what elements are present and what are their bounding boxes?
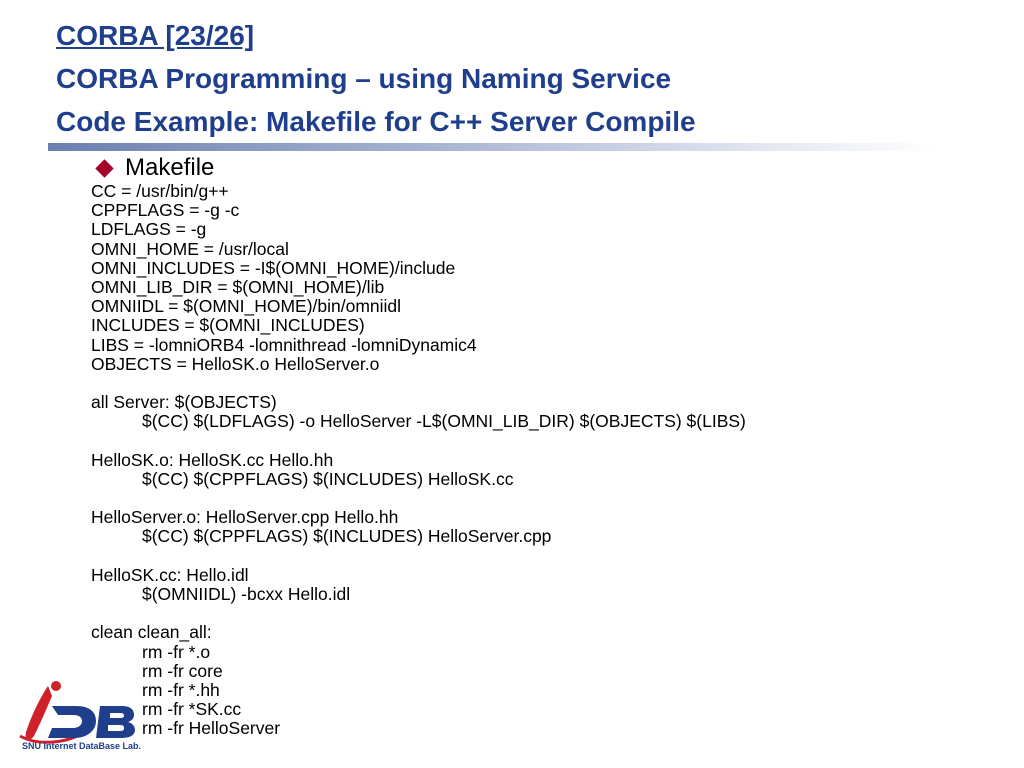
slide-title: CORBA [23/26] CORBA Programming – using … [56, 14, 696, 143]
code-line: CC = /usr/bin/g++ [91, 181, 229, 201]
title-divider [48, 143, 938, 151]
code-blank-line [91, 374, 746, 393]
code-line: $(OMNIIDL) -bcxx Hello.idl [142, 583, 351, 604]
code-line: all Server: $(OBJECTS) [91, 392, 277, 413]
code-line: INCLUDES = $(OMNI_INCLUDES) [91, 315, 365, 336]
code-line: OBJECTS = HelloSK.o HelloServer.o [91, 353, 380, 374]
title-line-1: CORBA [23/26] [56, 20, 255, 51]
code-line: $(CC) $(CPPFLAGS) $(INCLUDES) HelloServe… [142, 526, 552, 547]
code-blank-line [91, 489, 746, 508]
code-line: LIBS = -lomniORB4 -lomnithread -lomniDyn… [91, 334, 477, 355]
code-blank-line [91, 547, 746, 566]
code-line: clean clean_all: [91, 622, 212, 643]
idb-logo [19, 681, 135, 744]
code-line: OMNIIDL = $(OMNI_HOME)/bin/omniidl [91, 296, 402, 317]
bullet-item: Makefile [95, 154, 214, 182]
bullet-label: Makefile [125, 154, 215, 181]
code-line: OMNI_HOME = /usr/local [91, 238, 289, 259]
code-line: rm -fr *SK.cc [142, 699, 242, 720]
code-blank-line [91, 431, 746, 450]
code-line: rm -fr *.o [142, 641, 211, 662]
code-line: HelloServer.o: HelloServer.cpp Hello.hh [91, 507, 399, 528]
code-line: HelloSK.cc: Hello.idl [91, 564, 249, 585]
code-blank-line [91, 604, 746, 623]
title-line-3: Code Example: Makefile for C++ Server Co… [56, 106, 696, 137]
code-line: rm -fr *.hh [142, 679, 220, 700]
code-line: rm -fr core [142, 660, 223, 681]
logo-caption: SNU Internet DataBase Lab. [22, 741, 142, 751]
code-line: HelloSK.o: HelloSK.cc Hello.hh [91, 449, 334, 470]
code-line: $(CC) $(CPPFLAGS) $(INCLUDES) HelloSK.cc [142, 468, 514, 489]
code-line: OMNI_LIB_DIR = $(OMNI_HOME)/lib [91, 276, 385, 297]
code-line: LDFLAGS = -g [91, 219, 207, 240]
code-line: CPPFLAGS = -g -c [91, 200, 240, 221]
code-line: $(CC) $(LDFLAGS) -o HelloServer -L$(OMNI… [142, 411, 746, 432]
diamond-bullet-icon [95, 158, 114, 178]
code-line: OMNI_INCLUDES = -I$(OMNI_HOME)/include [91, 257, 456, 278]
code-line: rm -fr HelloServer [142, 718, 281, 739]
title-line-2: CORBA Programming – using Naming Service [56, 63, 672, 94]
